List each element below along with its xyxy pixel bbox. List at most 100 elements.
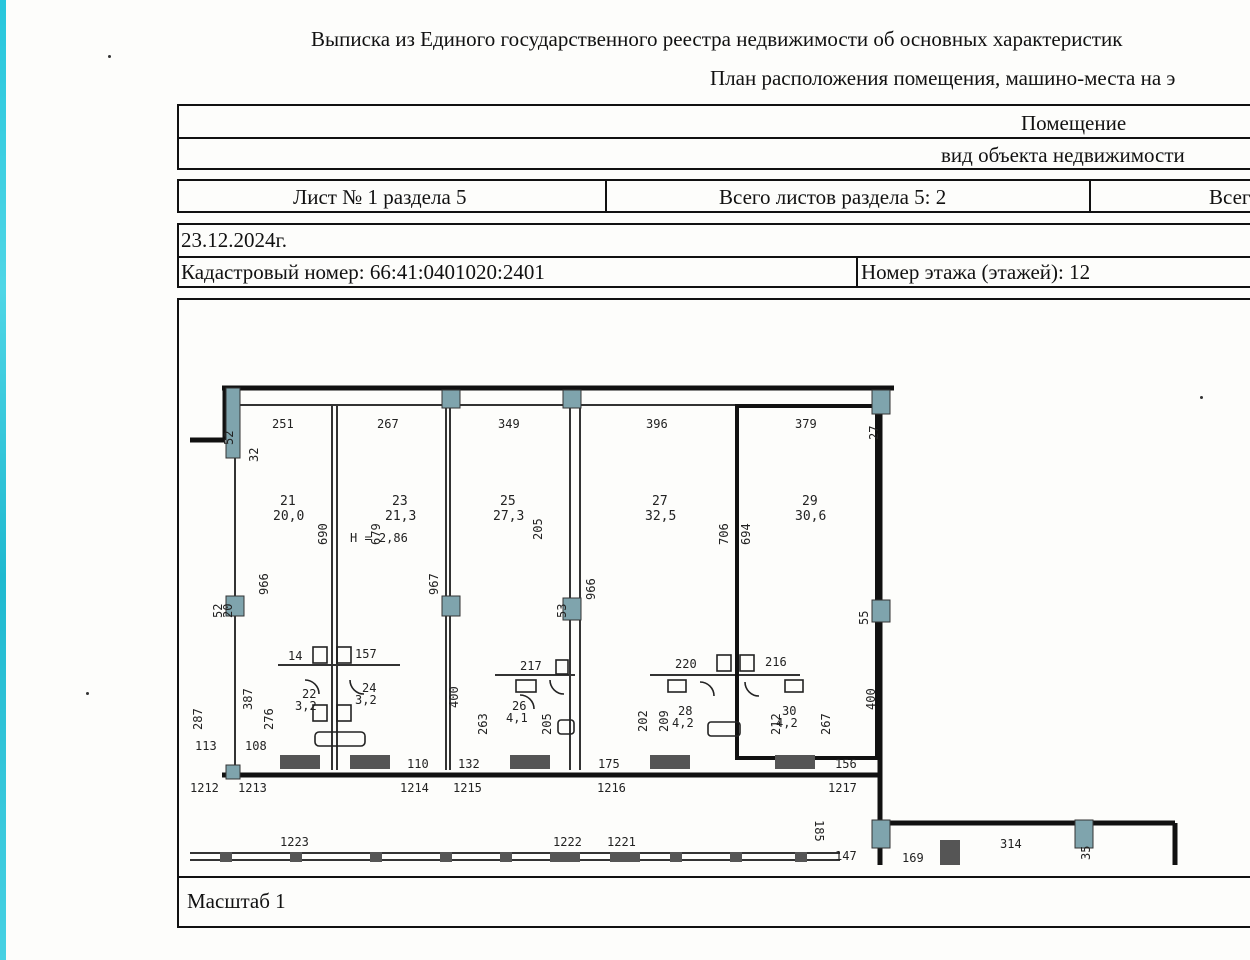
dim-vert-4: 966 (257, 573, 271, 595)
dim-vert-11: 694 (739, 523, 753, 545)
dim-vert-3: 276 (262, 708, 276, 730)
sheet-total-section: Всего листов раздела 5: 2 (719, 185, 947, 209)
label-1223: 1223 (280, 835, 309, 849)
dim-vert-2: 387 (241, 688, 255, 710)
dim-vert-21: 53 (555, 604, 569, 618)
object-header-divider (177, 137, 1250, 139)
dim-vert-22: 55 (857, 611, 871, 625)
scale-label: Масштаб 1 (187, 889, 286, 913)
dim-vert-1: 287 (191, 708, 205, 730)
room-label-28: 28 (678, 704, 692, 718)
dim-vert-24: 27 (867, 426, 881, 440)
room-area-29: 30,6 (795, 509, 826, 524)
sheet-divider-2 (1089, 179, 1091, 213)
room-area-22: 3,2 (295, 699, 317, 713)
corridor-wall (190, 852, 840, 861)
dim-misc-3: 132 (458, 757, 480, 771)
outer-walls (190, 385, 1178, 865)
dim-vert-10: 706 (717, 523, 731, 545)
dim-vert-12: 400 (447, 686, 461, 708)
plan-frame (177, 298, 1250, 928)
label-1216: 1216 (597, 781, 626, 795)
dim-misc-10: 216 (765, 655, 787, 669)
label-1222: 1222 (553, 835, 582, 849)
dim-top-1: 267 (377, 417, 399, 431)
room-label-25: 25 (500, 494, 516, 509)
object-type-label: вид объекта недвижимости (941, 143, 1185, 167)
cadastral-number: Кадастровый номер: 66:41:0401020:2401 (181, 260, 545, 284)
misc-dimensions: 113 108 110 132 175 156 147 169 314 220 … (195, 647, 1022, 865)
room-label-23: 23 (392, 494, 408, 509)
dim-misc-5: 156 (835, 757, 857, 771)
dim-misc-11: 217 (520, 659, 542, 673)
sheet-row-box (177, 179, 1250, 213)
dim-vert-14: 205 (540, 713, 554, 735)
dim-misc-0: 113 (195, 739, 217, 753)
room-label-27: 27 (652, 494, 668, 509)
sheet-divider-1 (605, 179, 607, 213)
room-area-27: 32,5 (645, 509, 676, 524)
dim-top-0: 251 (272, 417, 294, 431)
label-1212: 1212 (190, 781, 219, 795)
room-area-23: 21,3 (385, 509, 416, 524)
scan-edge-strip (0, 0, 6, 960)
dim-misc-7: 169 (902, 851, 924, 865)
dim-misc-6: 147 (835, 849, 857, 863)
room-label-26: 26 (512, 699, 526, 713)
room-label-22: 22 (302, 687, 316, 701)
dim-vert-9: 966 (584, 578, 598, 600)
floor-plan: 21 20,0 23 21,3 25 27,3 27 32,5 29 30,6 … (190, 385, 1178, 865)
record-box (177, 223, 1250, 288)
vent-grilles (280, 755, 815, 769)
scan-speck (1200, 396, 1203, 399)
columns (225, 387, 1094, 849)
dim-misc-1: 108 (245, 739, 267, 753)
room-area-24: 3,2 (355, 693, 377, 707)
height-note: H = 2,86 (350, 531, 408, 545)
room-area-21: 20,0 (273, 509, 304, 524)
label-1217: 1217 (828, 781, 857, 795)
dim-vert-13: 263 (476, 713, 490, 735)
room-label-21: 21 (280, 494, 296, 509)
dim-vert-5: 679 (369, 523, 383, 545)
corridor-posts (220, 840, 960, 865)
scan-speck (108, 55, 111, 58)
dim-misc-2: 110 (407, 757, 429, 771)
dim-misc-9: 220 (675, 657, 697, 671)
room-label-30: 30 (782, 704, 796, 718)
label-1215: 1215 (453, 781, 482, 795)
record-vdivider (856, 256, 858, 288)
room-label-29: 29 (802, 494, 818, 509)
dim-top-3: 396 (646, 417, 668, 431)
dim-vert-0: 185 (812, 820, 826, 842)
partition-walls (234, 404, 875, 770)
dim-vert-20: 52 (211, 604, 225, 618)
dim-vert-23: 20 (221, 604, 235, 618)
dim-vert-18: 267 (819, 713, 833, 735)
dim-vert-27: 35 (1079, 846, 1093, 860)
label-1221: 1221 (607, 835, 636, 849)
label-1213: 1213 (238, 781, 267, 795)
dim-vert-15: 202 (636, 710, 650, 732)
highlighted-room (735, 404, 879, 760)
document-title: Выписка из Единого государственного реес… (311, 27, 1123, 51)
dim-misc-12: 157 (355, 647, 377, 661)
room-area-25: 27,3 (493, 509, 524, 524)
plumbing-fixtures (304, 646, 804, 747)
dim-vert-26: 32 (247, 448, 261, 462)
dim-vert-8: 205 (531, 518, 545, 540)
dim-vert-17: 212 (769, 713, 783, 735)
record-divider (177, 256, 1250, 258)
room-labels: 21 20,0 23 21,3 25 27,3 27 32,5 29 30,6 … (273, 494, 826, 730)
scan-speck (86, 692, 89, 695)
vertical-dimensions: 185 287 387 276 966 679 690 967 205 966 … (191, 426, 1093, 860)
label-1214: 1214 (400, 781, 429, 795)
sheet-number: Лист № 1 раздела 5 (293, 185, 467, 209)
dim-vert-6: 690 (316, 523, 330, 545)
document-subtitle: План расположения помещения, машино-мест… (710, 66, 1176, 90)
dim-misc-8: 314 (1000, 837, 1022, 851)
dim-misc-13: 14 (288, 649, 302, 663)
dim-top-4: 379 (795, 417, 817, 431)
dim-vert-25: 52 (222, 431, 236, 445)
plan-footer-divider (177, 876, 1250, 878)
